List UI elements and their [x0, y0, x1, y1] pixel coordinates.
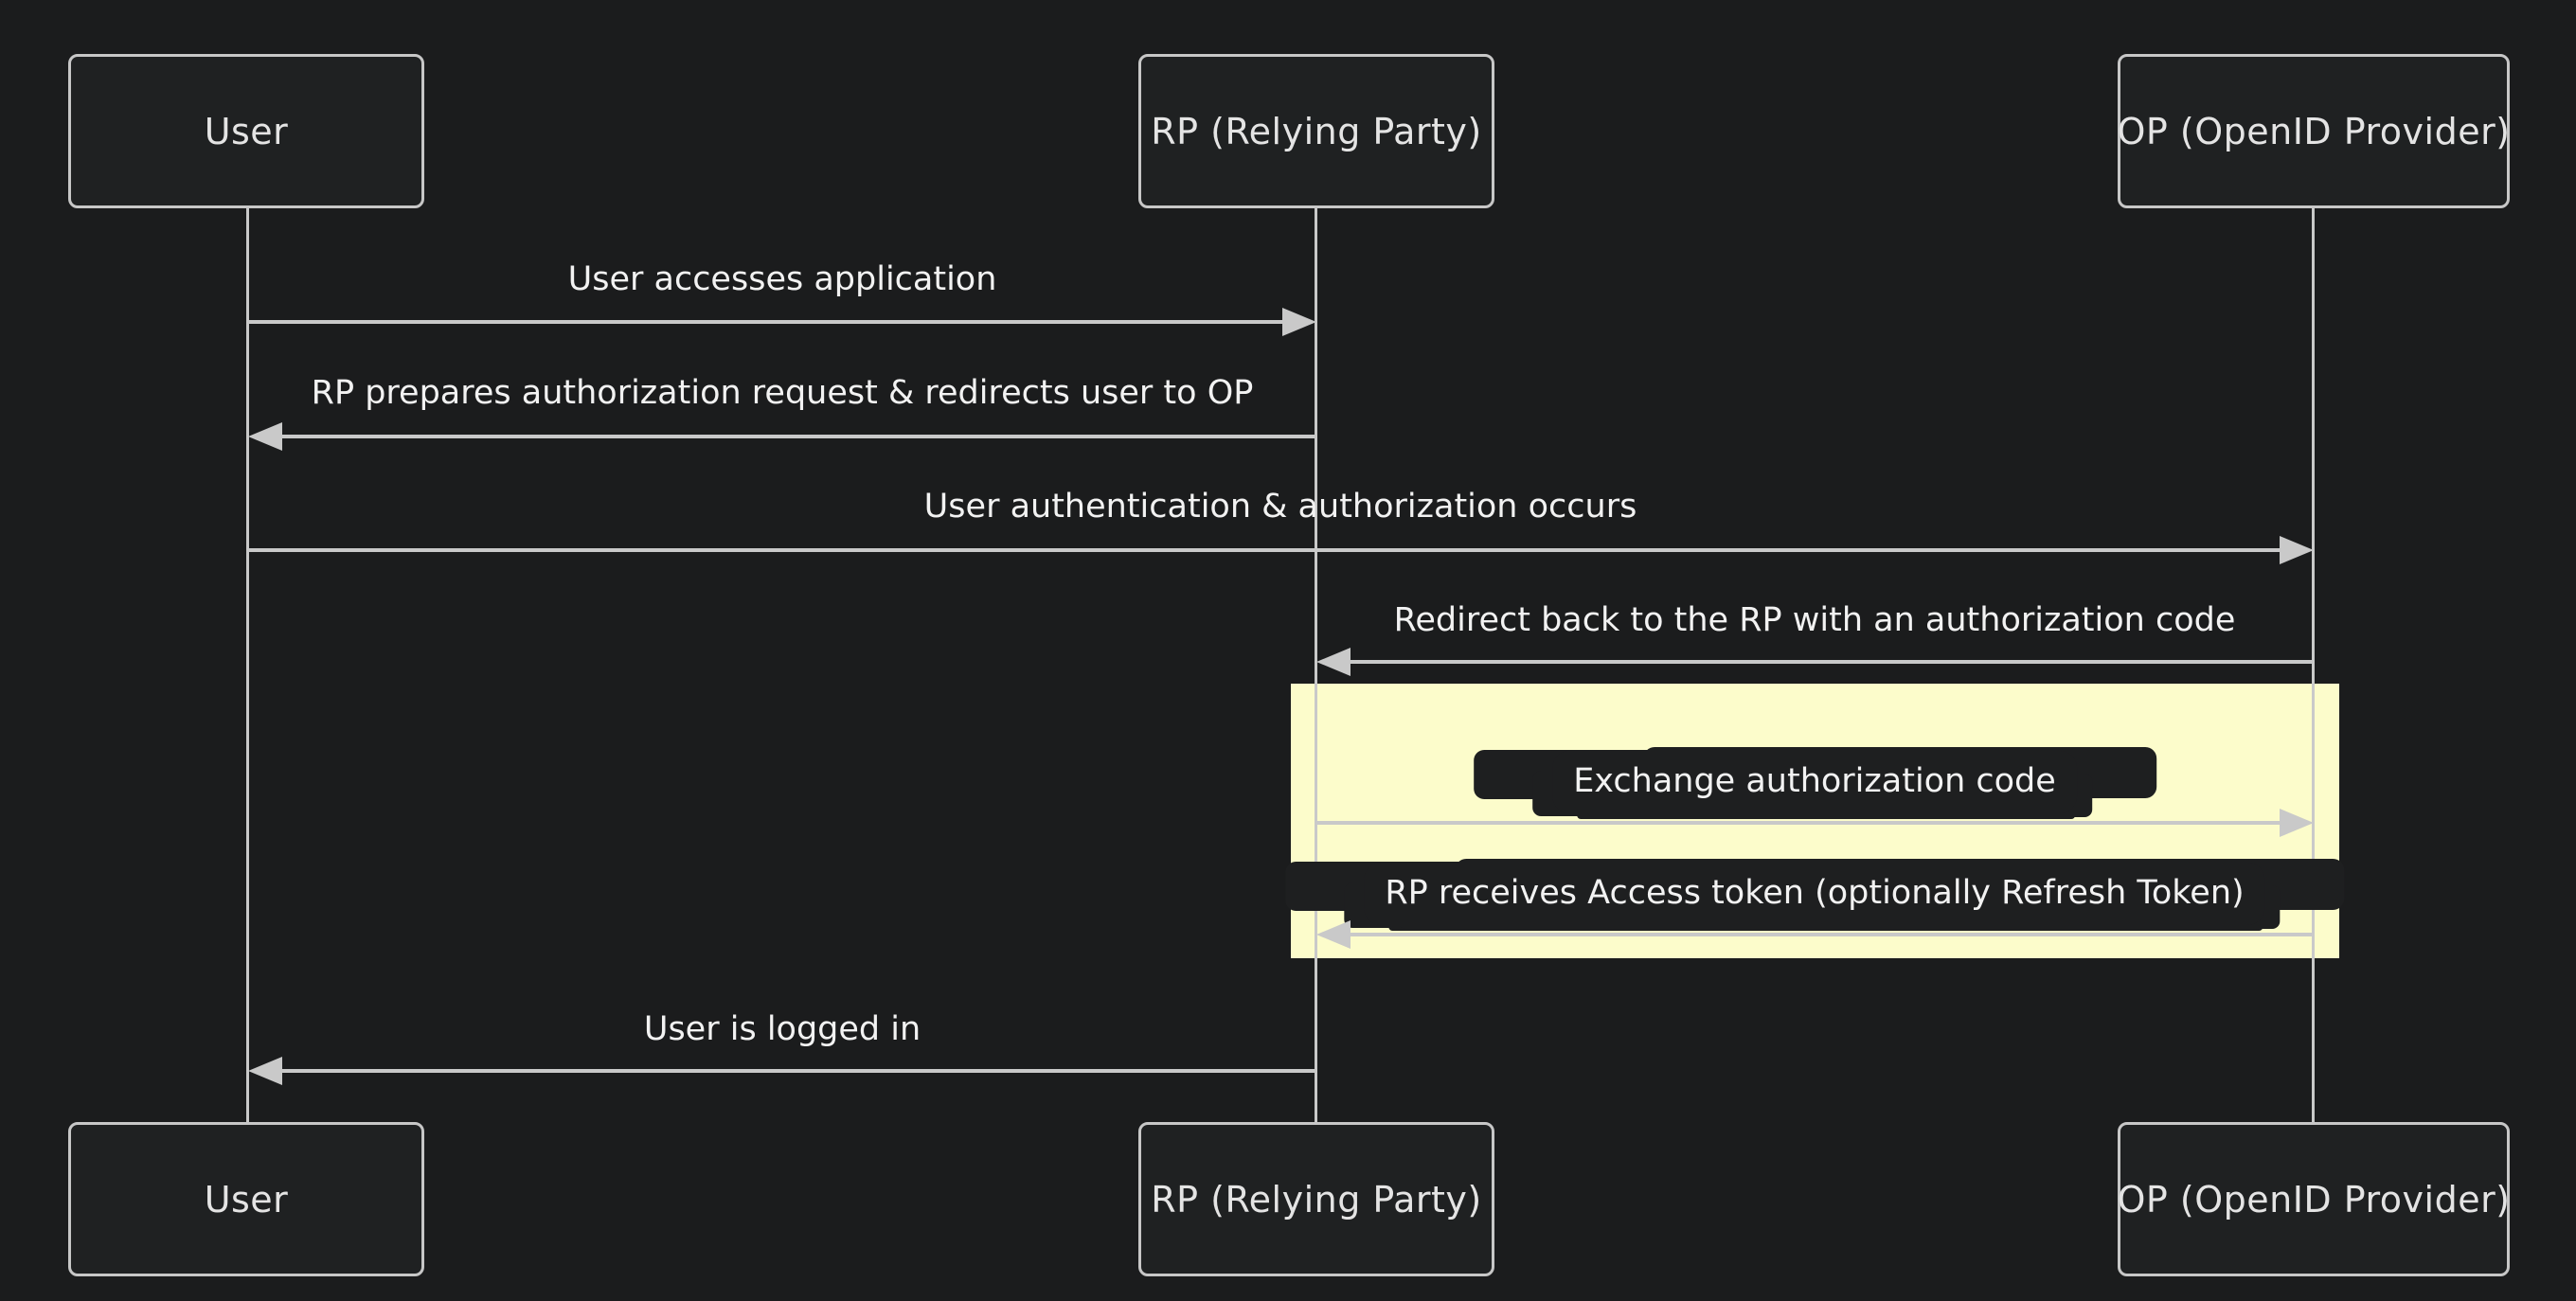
lifeline-rp: [1315, 208, 1317, 1123]
arrowhead-right-icon: [1282, 308, 1316, 336]
message-label-exchange-code: Exchange authorization code: [1552, 751, 2077, 813]
actor-label-user-top: User: [204, 110, 289, 152]
lifeline-user: [246, 208, 249, 1123]
message-label-rp-prepares-authorization: RP prepares authorization request & redi…: [311, 374, 1254, 412]
actor-label-user-bottom: User: [204, 1178, 289, 1221]
message-label-user-logged-in: User is logged in: [643, 1010, 921, 1048]
actor-label-op-top: OP (OpenID Provider): [2117, 110, 2511, 152]
message-label-redirect-back: Redirect back to the RP with an authoriz…: [1393, 601, 2236, 639]
arrowhead-right-icon: [2280, 536, 2314, 564]
message-line-4: [1349, 660, 2314, 664]
actor-box-rp-bottom: RP (Relying Party): [1138, 1122, 1494, 1276]
message-line-2: [280, 435, 1316, 438]
message-line-6: [1349, 933, 2314, 936]
message-label-user-accesses-application: User accesses application: [567, 260, 997, 298]
message-line-3: [248, 548, 2281, 552]
actor-label-op-bottom: OP (OpenID Provider): [2117, 1178, 2511, 1221]
actor-box-user-bottom: User: [68, 1122, 424, 1276]
message-line-1: [248, 320, 1284, 324]
actor-box-op-top: OP (OpenID Provider): [2117, 54, 2511, 208]
arrowhead-left-icon: [248, 1057, 282, 1085]
actor-label-rp-top: RP (Relying Party): [1151, 110, 1482, 152]
actor-box-op-bottom: OP (OpenID Provider): [2117, 1122, 2511, 1276]
message-line-5: [1316, 821, 2281, 825]
lifeline-op: [2312, 208, 2315, 1123]
message-line-7: [280, 1069, 1316, 1073]
arrowhead-left-icon: [248, 422, 282, 451]
arrowhead-left-icon: [1316, 920, 1351, 949]
message-label-rp-receives-token: RP receives Access token (optionally Ref…: [1364, 863, 2265, 925]
actor-box-user-top: User: [68, 54, 424, 208]
actor-box-rp-top: RP (Relying Party): [1138, 54, 1494, 208]
arrowhead-right-icon: [2280, 809, 2314, 837]
message-label-user-authentication: User authentication & authorization occu…: [923, 488, 1637, 526]
actor-label-rp-bottom: RP (Relying Party): [1151, 1178, 1482, 1221]
arrowhead-left-icon: [1316, 648, 1351, 676]
